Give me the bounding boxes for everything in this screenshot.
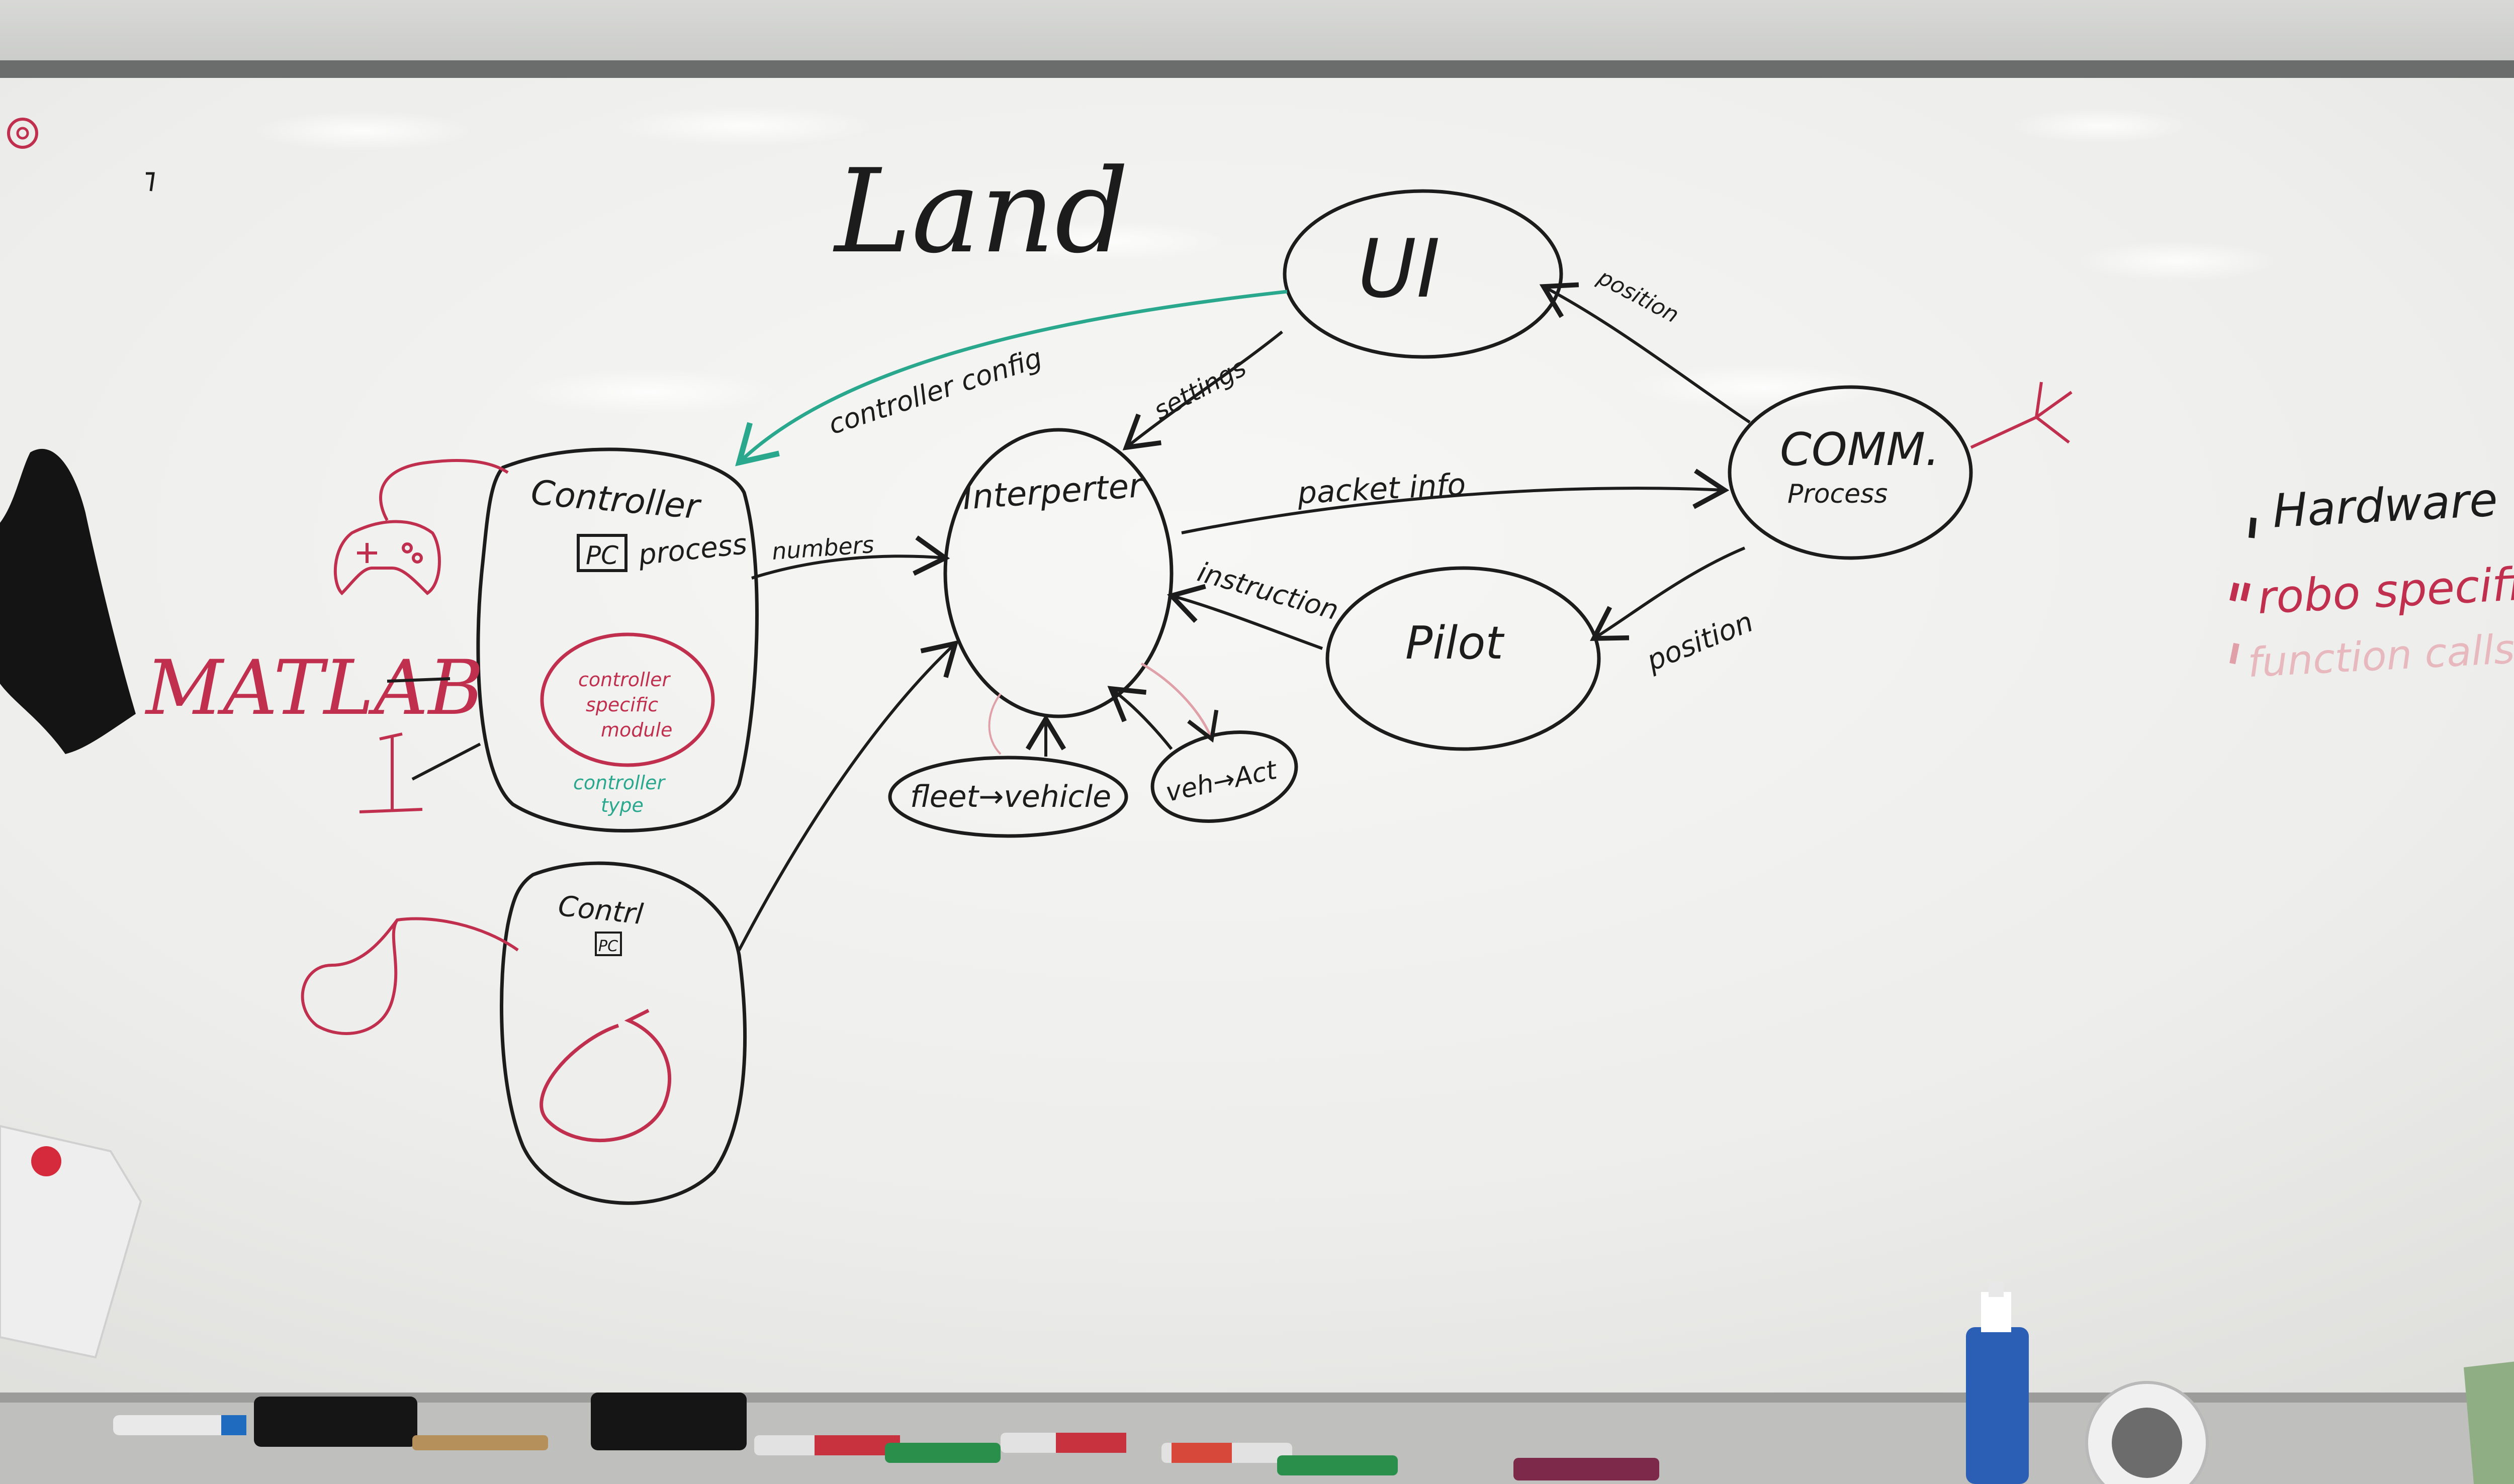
- eraser-right: [591, 1393, 747, 1450]
- black-cloth: [0, 448, 136, 754]
- matlab-link-line: [387, 677, 451, 683]
- paper-note: [0, 1125, 142, 1359]
- red-magnet: [31, 1146, 61, 1176]
- comm-node-label: COMM.: [1780, 423, 1940, 476]
- legend-hardware: Hardware: [2271, 473, 2499, 538]
- edge-control2-to-interpreter: [738, 640, 959, 951]
- radio-antenna-sketch: [1970, 382, 2073, 449]
- controller-type-label: controller type: [573, 772, 671, 816]
- control2-inner-circle: [540, 1008, 672, 1143]
- board-title: Land: [833, 145, 1129, 279]
- edge-position-top: [1539, 282, 1751, 424]
- spray-bottle: [1966, 1327, 2029, 1484]
- pilot-node: [1325, 566, 1601, 751]
- ui-node: [1283, 189, 1563, 359]
- ui-node-label: UI: [1358, 222, 1440, 316]
- pilot-node-label: Pilot: [1405, 617, 1505, 670]
- color-legend: Hardware robo specific function calls: [2229, 473, 2514, 686]
- controller-pc-label: PC: [586, 541, 618, 570]
- fleet-node-label: fleet→vehicle: [910, 779, 1111, 814]
- edges: [735, 282, 1751, 951]
- controller-module-label: controller specific module: [578, 669, 676, 741]
- edge-numbers: [751, 535, 950, 580]
- whiteboard-surface: [0, 78, 2514, 1405]
- matlab-label: MATLAB: [144, 644, 484, 732]
- edge-instruction: [1167, 584, 1323, 650]
- corner-doodle: [7, 118, 38, 149]
- edge-settings: [1122, 330, 1283, 450]
- edge-fleet-faded: [988, 693, 1002, 755]
- antenna-sketch: [359, 732, 423, 813]
- fleet-node: [888, 756, 1128, 838]
- gamepad-icon: [333, 459, 509, 596]
- controller-pc-box: [577, 534, 627, 572]
- edge-veh-down-faded: [1140, 662, 1219, 743]
- edge-position-bottom: [1590, 546, 1746, 641]
- controller-module-circle: [540, 632, 715, 767]
- dollar-bills: [2464, 1361, 2514, 1484]
- tray-items: [113, 1282, 2514, 1484]
- edge-controller-config: [735, 290, 1288, 467]
- edge-packet-info: [1181, 469, 1730, 534]
- edge-veh-up: [1107, 686, 1173, 750]
- light-glare: [251, 106, 2278, 415]
- comm-process-label: Process: [1787, 479, 1888, 509]
- controller-node: [476, 447, 759, 832]
- comm-node: [1728, 385, 1973, 560]
- control2-pc-box: [595, 932, 622, 956]
- eraser-left: [254, 1397, 417, 1447]
- control2-pc-label: PC: [598, 938, 618, 955]
- cable-doodle: [301, 917, 519, 1035]
- control2-node: [500, 861, 747, 1205]
- board-top-rail: [0, 60, 2514, 80]
